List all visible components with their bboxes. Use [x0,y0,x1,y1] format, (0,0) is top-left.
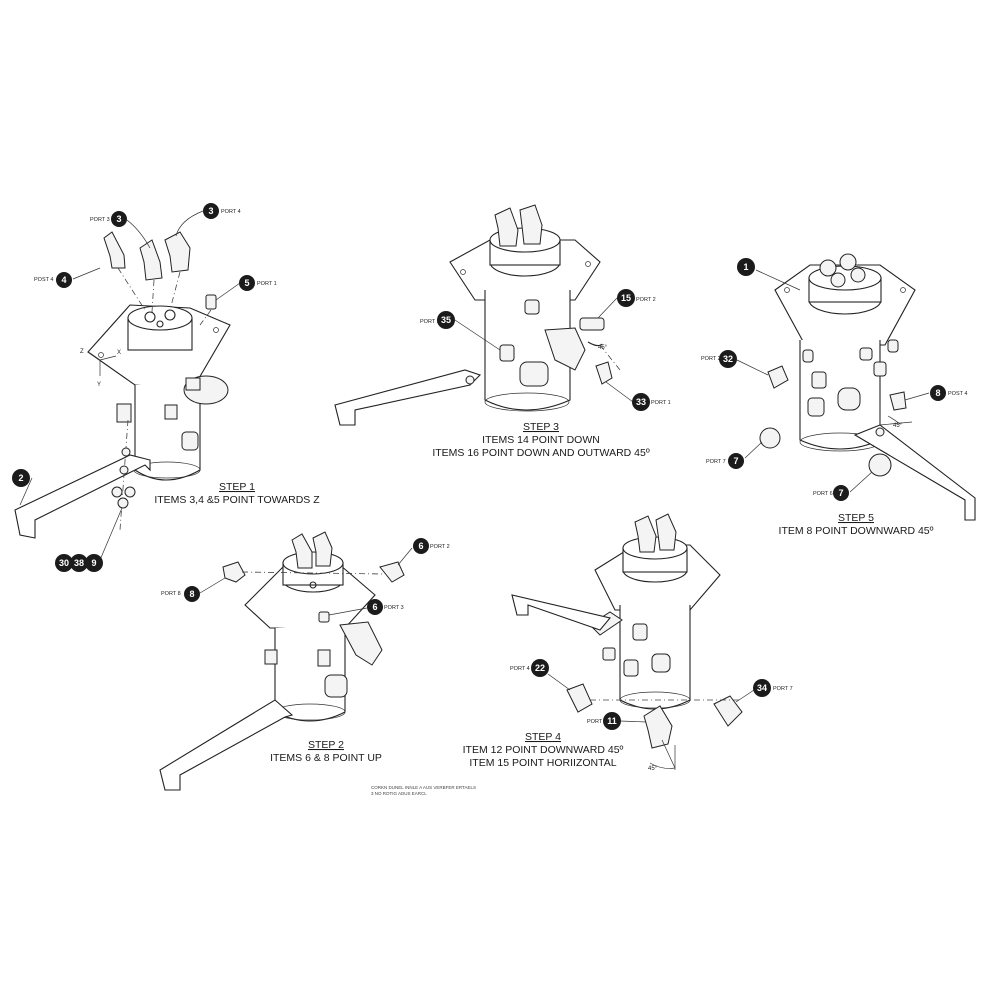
s5-post4-label: POST 4 [948,391,967,397]
step-4-fitting-34 [713,695,743,727]
s4-port4-label: PORT 4 [510,666,530,672]
step-3-title: STEP 3 [523,421,559,433]
svg-text:35: 35 [441,315,451,325]
step-2-title: STEP 2 [308,739,344,751]
s3-port3-label: PORT 3 [420,319,440,325]
balloon-s1-30: 30 [55,554,73,572]
step-4-fitting-11 [643,705,673,749]
balloon-s5-7a: 7 [728,453,744,469]
balloon-s5-1: 1 [737,258,755,276]
step-3-cylinder-body [484,290,571,411]
balloon-s4-34: 34 [753,679,771,697]
step-1-elbow-center [139,239,163,281]
svg-text:22: 22 [535,663,545,673]
svg-text:34: 34 [757,683,767,693]
s1-post4-label: POST 4 [34,277,53,283]
axis-y-label: Y [97,382,101,388]
balloon-s1-38: 38 [70,554,88,572]
svg-text:11: 11 [607,716,617,726]
balloon-s2-6a: 6 [413,538,429,554]
balloon-s2-8: 8 [184,586,200,602]
step-1-instruction: ITEMS 3,4 &5 POINT TOWARDS Z [154,494,320,506]
step-3-bracket [334,369,482,426]
step-1-assembly: Z X Y PORT 3 PORT 4 POST 4 PORT 1 3 3 4 … [12,203,320,572]
balloon-s5-32: 32 [719,350,737,368]
s2-port2-label: PORT 2 [430,544,450,550]
balloon-s5-8: 8 [930,385,946,401]
balloon-s1-5: 5 [239,275,255,291]
s1-port1-label: PORT 1 [257,281,277,287]
step-4-bracket [511,594,611,631]
axis-x-label: X [117,350,121,356]
balloon-s3-15: 15 [617,289,635,307]
balloon-s1-3b: 3 [203,203,219,219]
svg-text:2: 2 [18,473,23,483]
svg-text:6: 6 [372,602,377,612]
s2-port8-label: PORT 8 [161,591,181,597]
svg-text:9: 9 [91,558,96,568]
balloon-s3-33: 33 [632,393,650,411]
s5-port6-label: PORT 6 [813,491,833,497]
balloon-s1-4: 4 [56,272,72,288]
step-1-elbow-right [164,231,191,273]
step-4-title: STEP 4 [525,731,561,743]
s5-port7-label: PORT 7 [706,459,726,465]
balloon-s2-6b: 6 [367,599,383,615]
svg-text:7: 7 [733,456,738,466]
s3-port2-label: PORT 2 [636,297,656,303]
step-4-assembly: 45° PORT 4 PORT 6 PORT 7 22 11 34 STEP 4… [463,513,793,772]
balloon-s5-7b: 7 [833,485,849,501]
step-5-assembly: 45° PORT 2 POST 4 PORT 7 PORT 6 1 32 8 7… [701,253,976,537]
step-3-instruction-1: ITEMS 14 POINT DOWN [482,434,600,446]
svg-text:15: 15 [621,293,631,303]
svg-text:3: 3 [116,214,121,224]
step-1-bracket [14,454,151,539]
step-1-cylinder-body [134,380,201,481]
svg-text:5: 5 [244,278,249,288]
s4-port6-label: PORT 6 [587,719,607,725]
step-3-instruction-2: ITEMS 16 POINT DOWN AND OUTWARD 45º [432,447,650,459]
balloon-s1-9: 9 [85,554,103,572]
svg-text:3: 3 [208,206,213,216]
s3-port1-label: PORT 1 [651,400,671,406]
s2-port3-label: PORT 3 [384,605,404,611]
s5-angle-label: 45° [893,423,903,429]
step-4-instruction-1: ITEM 12 POINT DOWNWARD 45º [463,744,624,756]
svg-text:1: 1 [743,262,748,272]
drawing-note-1: CORKN DUNEL INNLE A AUS VERBFER ERTAELS [371,785,476,790]
svg-text:6: 6 [418,541,423,551]
step-2-bracket [159,699,294,791]
svg-text:8: 8 [935,388,940,398]
drawing-note-2: 3 NO ROTIG ADUS EARCL [371,791,427,796]
svg-text:30: 30 [59,558,69,568]
step-4-fitting-22 [566,683,593,713]
axis-z-label: Z [80,349,84,355]
step-5-instruction: ITEM 8 POINT DOWNWARD 45º [779,525,934,537]
s4-port7-label: PORT 7 [773,686,793,692]
step-4-instruction-2: ITEM 15 POINT HORIIZONTAL [469,757,616,769]
step-1-elbow-left [103,231,126,269]
step-2-assembly: PORT 2 PORT 8 PORT 3 6 8 6 STEP 2 ITEMS … [159,531,450,791]
svg-text:32: 32 [723,354,733,364]
step-5-title: STEP 5 [838,512,874,524]
balloon-s4-11: 11 [603,712,621,730]
svg-text:8: 8 [189,589,194,599]
step-1-title: STEP 1 [219,481,255,493]
s1-port4-label: PORT 4 [221,209,241,215]
balloon-s4-22: 22 [531,659,549,677]
svg-text:33: 33 [636,397,646,407]
balloon-s1-2: 2 [12,469,30,487]
s4-angle-label: 45° [648,766,658,772]
balloon-s3-35: 35 [437,311,455,329]
step-3-assembly: 45° PORT 3 PORT 2 PORT 1 35 15 33 STEP 3… [334,204,671,459]
step-2-instruction: ITEMS 6 & 8 POINT UP [270,752,382,764]
step-1-axes: Z X Y [80,349,121,388]
svg-text:38: 38 [74,558,84,568]
svg-text:4: 4 [61,275,66,285]
s5-port2-label: PORT 2 [701,356,721,362]
balloon-s1-3a: 3 [111,211,127,227]
svg-text:7: 7 [838,488,843,498]
s1-port3-label: PORT 3 [90,217,110,223]
